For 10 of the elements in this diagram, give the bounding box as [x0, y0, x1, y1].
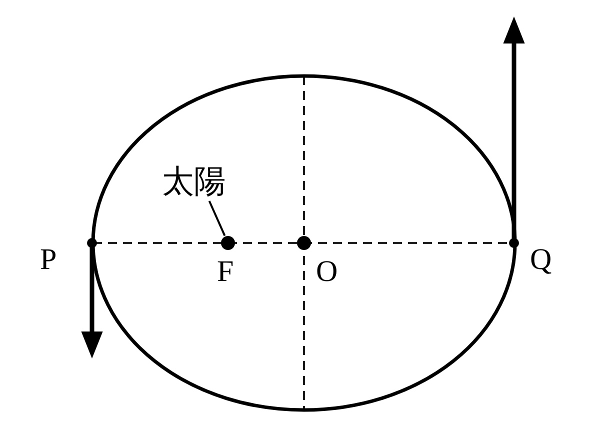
- point-label: F: [217, 257, 234, 287]
- focus-point: [509, 238, 519, 248]
- leader-line: [208, 200, 226, 236]
- sun-label: 太陽: [162, 163, 226, 199]
- focus-point: [87, 238, 97, 248]
- point-label: P: [40, 245, 57, 275]
- focus-point: [221, 236, 235, 250]
- focus-point: [297, 236, 311, 250]
- point-label: Q: [530, 245, 552, 275]
- point-label: O: [316, 257, 338, 287]
